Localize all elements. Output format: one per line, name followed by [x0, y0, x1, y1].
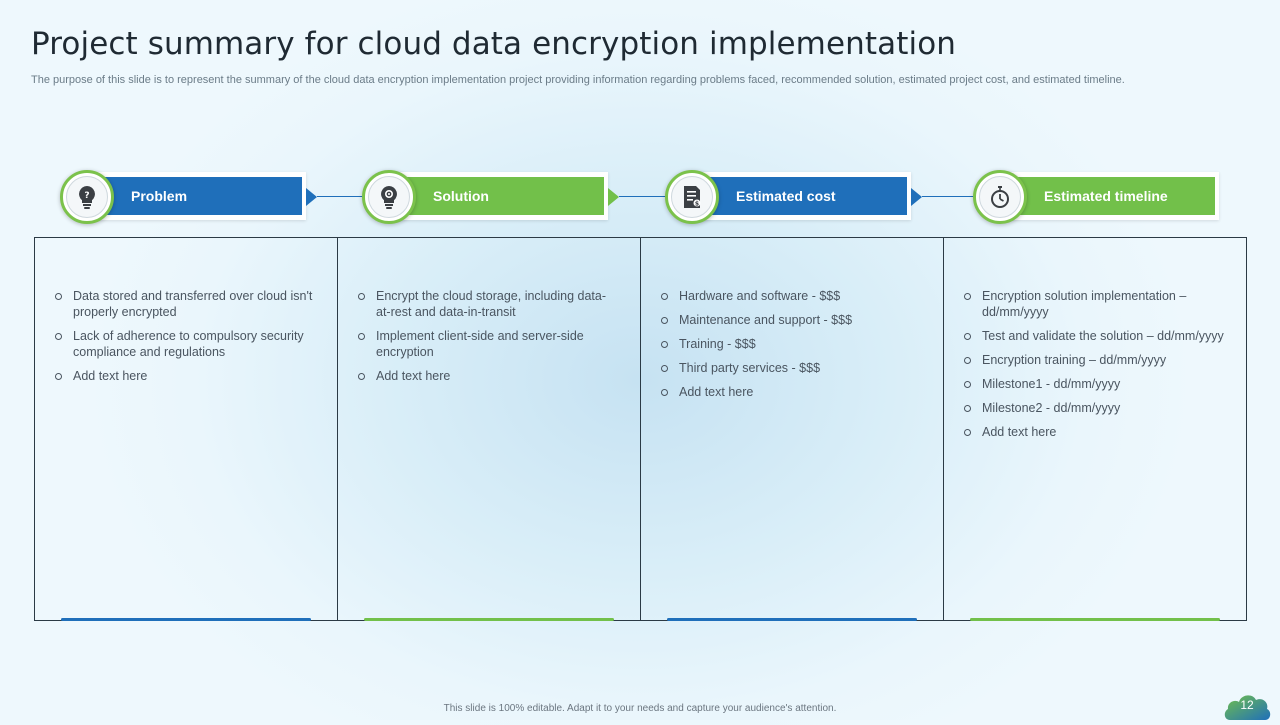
- arrow-connector-3: [911, 188, 922, 206]
- column-underline: [667, 618, 917, 621]
- timeline-list: Encryption solution implementation – dd/…: [944, 238, 1246, 440]
- list-item: Add text here: [55, 368, 317, 384]
- cost-list: Hardware and software - $$$ Maintenance …: [641, 238, 943, 400]
- lightbulb-question-icon: ?: [79, 186, 95, 209]
- list-item: Hardware and software - $$$: [661, 288, 923, 304]
- lightbulb-gear-icon: [381, 186, 397, 209]
- header-solution: Solution: [362, 170, 608, 224]
- svg-text:$: $: [695, 201, 699, 208]
- column-estimated-cost: Hardware and software - $$$ Maintenance …: [641, 238, 944, 621]
- list-item: Training - $$$: [661, 336, 923, 352]
- problem-list: Data stored and transferred over cloud i…: [35, 238, 337, 384]
- header-estimated-cost: Estimated cost $: [665, 170, 911, 224]
- connector-line-3: [922, 196, 974, 197]
- page-subtitle: The purpose of this slide is to represen…: [31, 74, 1125, 86]
- list-item: Data stored and transferred over cloud i…: [55, 288, 317, 320]
- column-underline: [970, 618, 1220, 621]
- svg-text:?: ?: [84, 191, 89, 201]
- list-item: Add text here: [661, 384, 923, 400]
- column-problem: Data stored and transferred over cloud i…: [35, 238, 338, 621]
- header-solution-label: Solution: [433, 188, 489, 204]
- header-estimated-cost-label: Estimated cost: [736, 188, 836, 204]
- list-item: Implement client-side and server-side en…: [358, 328, 620, 360]
- column-estimated-timeline: Encryption solution implementation – dd/…: [944, 238, 1246, 621]
- header-problem: Problem ?: [60, 170, 306, 224]
- list-item: Add text here: [358, 368, 620, 384]
- connector-line-1: [317, 196, 363, 197]
- summary-columns: Data stored and transferred over cloud i…: [34, 237, 1247, 621]
- list-item: Third party services - $$$: [661, 360, 923, 376]
- column-solution: Encrypt the cloud storage, including dat…: [338, 238, 641, 621]
- list-item: Test and validate the solution – dd/mm/y…: [964, 328, 1226, 344]
- cloud-icon: [1224, 695, 1271, 720]
- stopwatch-icon: [991, 186, 1009, 208]
- page-number: 12: [1240, 698, 1254, 712]
- list-item: Lack of adherence to compulsory security…: [55, 328, 317, 360]
- solution-list: Encrypt the cloud storage, including dat…: [338, 238, 640, 384]
- list-item: Encryption training – dd/mm/yyyy: [964, 352, 1226, 368]
- page-title: Project summary for cloud data encryptio…: [31, 26, 957, 62]
- list-item: Milestone2 - dd/mm/yyyy: [964, 400, 1226, 416]
- column-underline: [364, 618, 614, 621]
- header-problem-label: Problem: [131, 188, 188, 204]
- page-number-badge: 12: [1222, 688, 1272, 720]
- list-item: Encrypt the cloud storage, including dat…: [358, 288, 620, 320]
- list-item: Milestone1 - dd/mm/yyyy: [964, 376, 1226, 392]
- arrow-connector-2: [608, 188, 619, 206]
- list-item: Maintenance and support - $$$: [661, 312, 923, 328]
- list-item: Encryption solution implementation – dd/…: [964, 288, 1226, 320]
- invoice-icon: $: [684, 186, 701, 208]
- column-underline: [61, 618, 311, 621]
- list-item: Add text here: [964, 424, 1226, 440]
- connector-line-2: [619, 196, 666, 197]
- header-estimated-timeline: Estimated timeline: [973, 170, 1219, 224]
- header-estimated-timeline-label: Estimated timeline: [1044, 188, 1168, 204]
- arrow-connector-1: [306, 188, 317, 206]
- footer-note: This slide is 100% editable. Adapt it to…: [443, 703, 837, 714]
